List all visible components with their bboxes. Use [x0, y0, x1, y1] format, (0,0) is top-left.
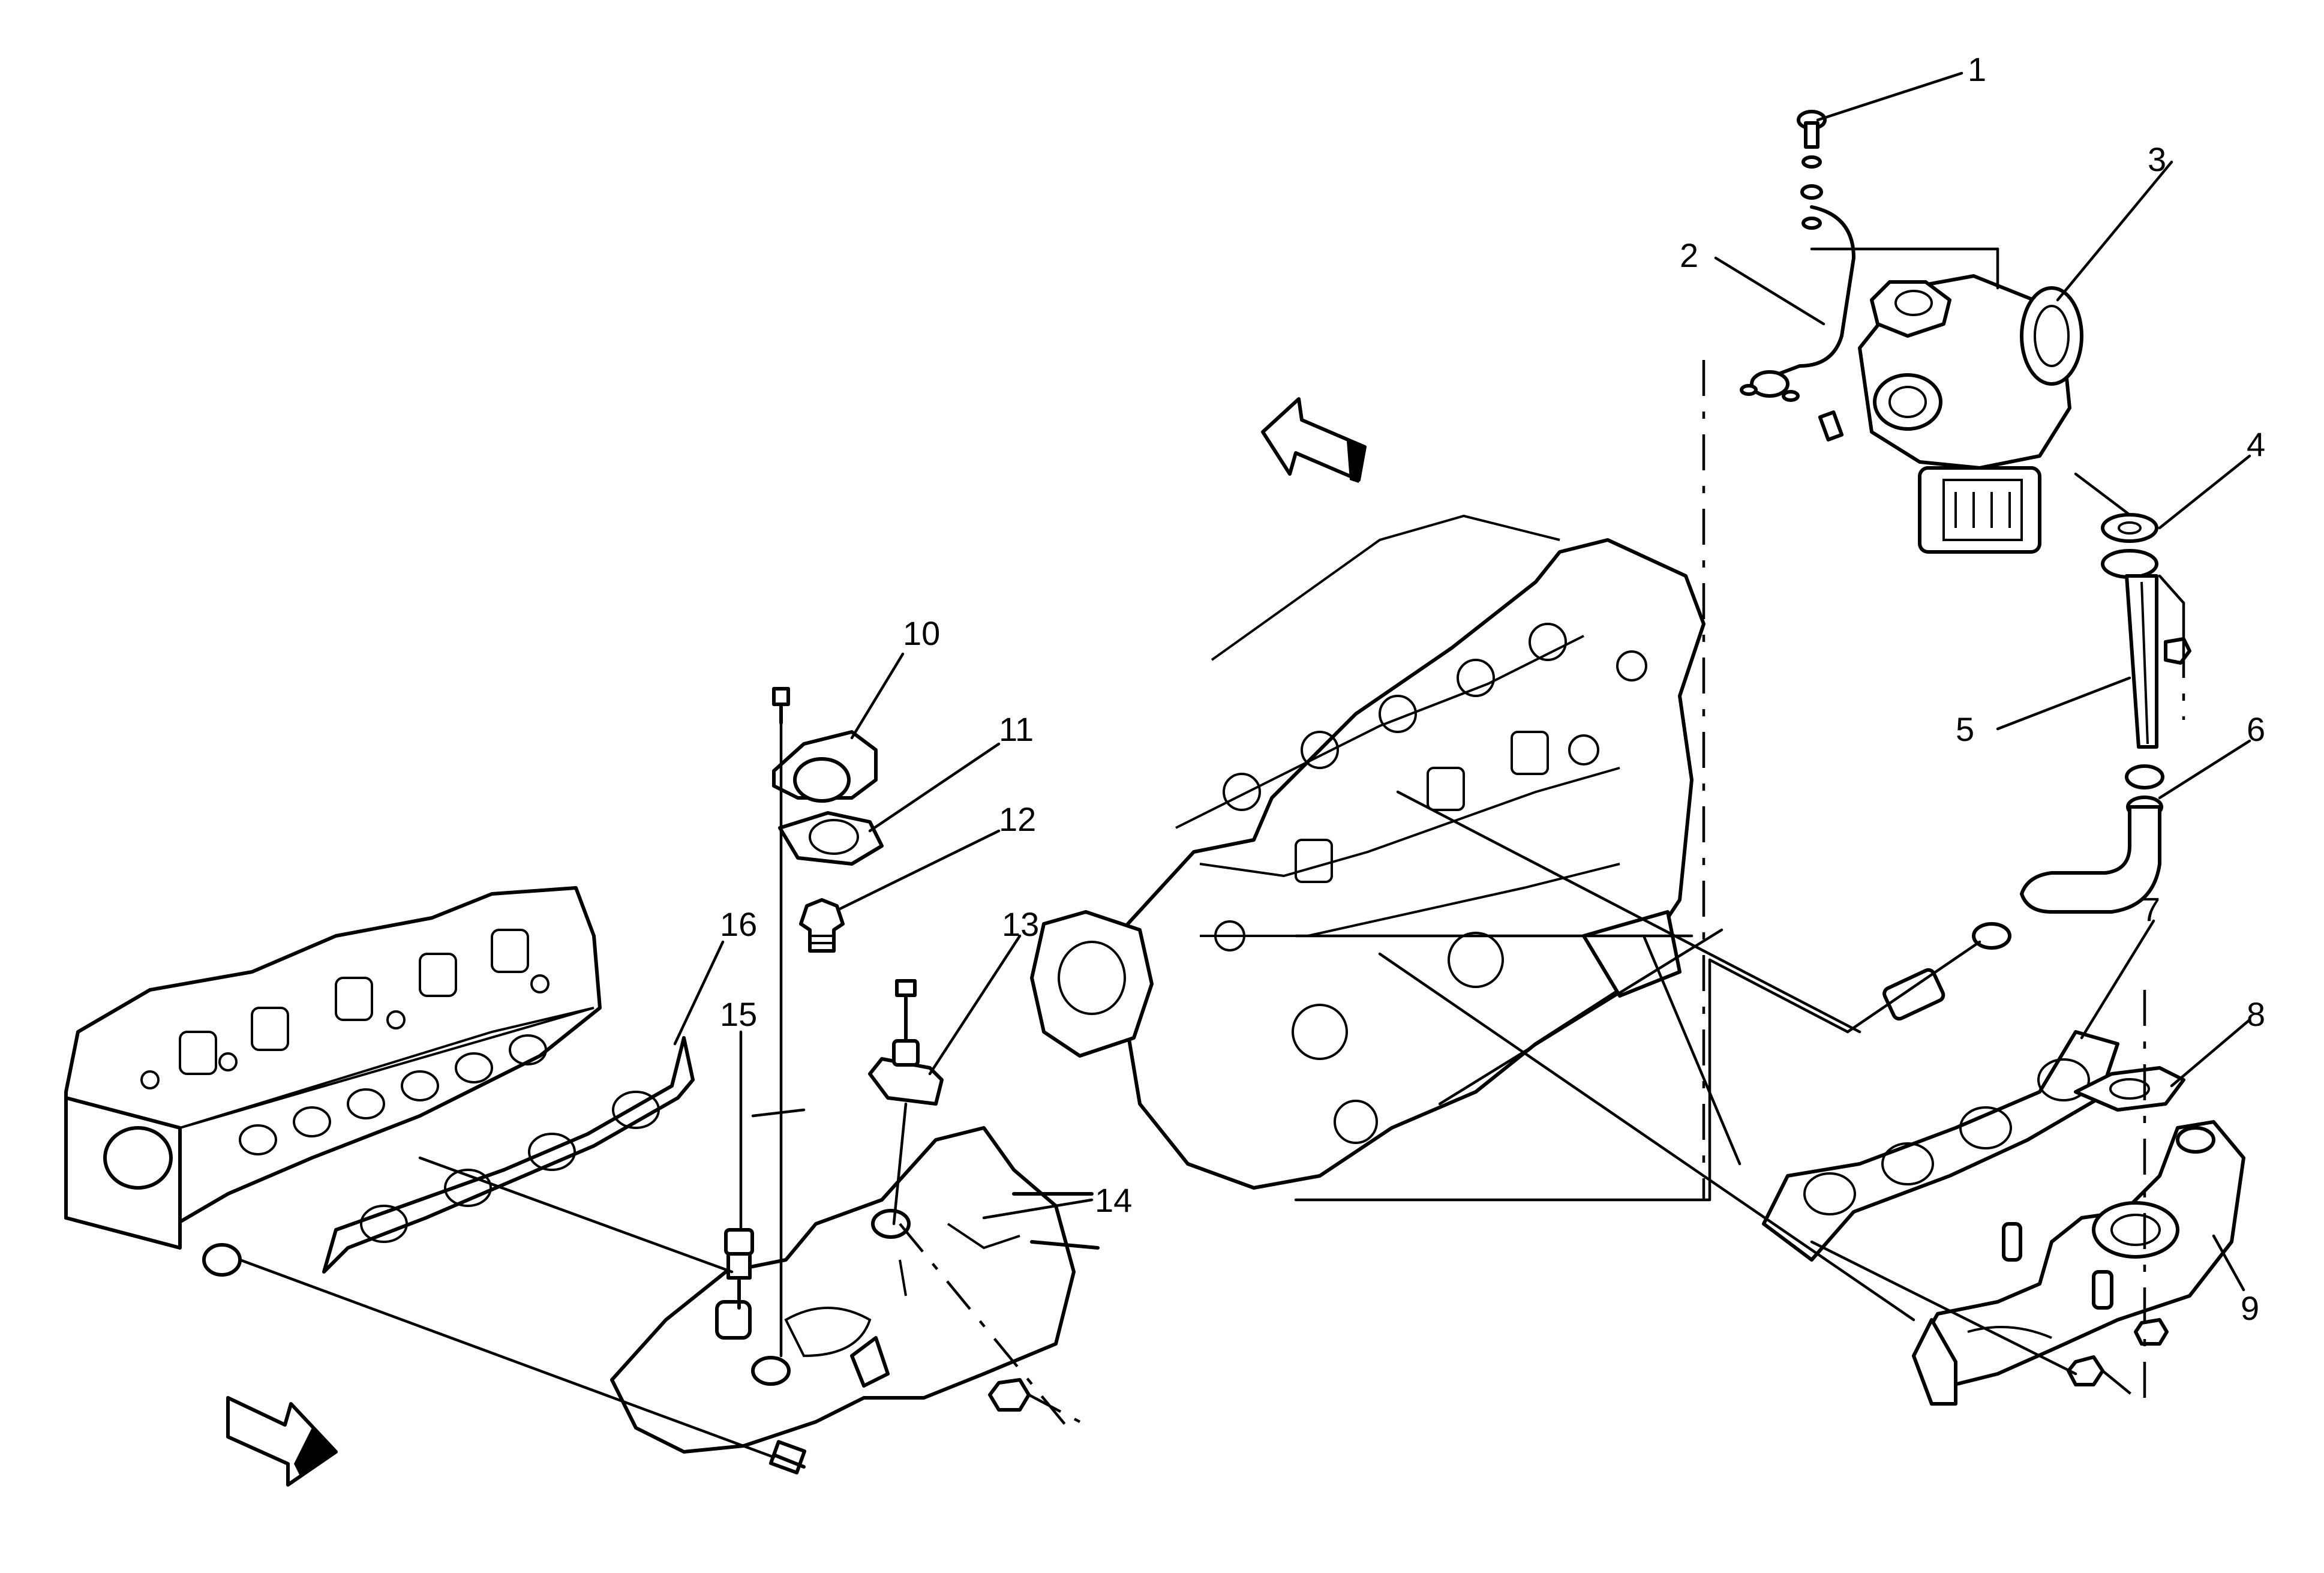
oil-return-hose	[1882, 805, 2161, 1021]
turbo-flange-gasket	[2101, 513, 2158, 543]
callout-8: 8	[2247, 995, 2265, 1033]
water-outlet-housing	[772, 730, 878, 803]
callout-15: 15	[720, 995, 757, 1033]
cylinder-head-left	[64, 886, 602, 1277]
callout-labels: 1 2 3 4 5 6 7 8 9 10 11 12 13 14 15 16	[720, 50, 2265, 1327]
engine-block	[1030, 514, 1706, 1190]
callout-16: 16	[720, 905, 757, 943]
callout-1: 1	[1968, 50, 1986, 88]
callout-9: 9	[2241, 1289, 2259, 1327]
callout-11: 11	[999, 710, 1034, 748]
callout-6: 6	[2247, 710, 2265, 748]
exhaust-manifold-nut	[2067, 1355, 2104, 1386]
sensor	[868, 979, 944, 1106]
temperature-sensor	[724, 1228, 754, 1310]
turbocharger-gasket	[2074, 1066, 2185, 1112]
callout-10: 10	[903, 614, 940, 652]
exhaust-flange-nut-lower	[2134, 1318, 2169, 1346]
thermostat	[799, 898, 845, 953]
callout-12: 12	[999, 800, 1036, 838]
callout-3: 3	[2148, 140, 2166, 178]
intake-manifold	[610, 1126, 1100, 1454]
centre-lines	[899, 360, 2185, 1429]
callout-7: 7	[2142, 890, 2160, 928]
intake-manifold-bolt	[768, 1440, 807, 1475]
turbocharger	[1858, 274, 2083, 554]
thermostat-bolt-upper	[772, 687, 790, 725]
callout-4: 4	[2247, 425, 2265, 463]
callout-5: 5	[1956, 710, 1974, 748]
oil-feed-bolt	[1797, 110, 1827, 230]
callout-2: 2	[1680, 236, 1698, 274]
callout-13: 13	[1002, 905, 1039, 943]
assembly-lines	[238, 247, 2185, 1459]
callout-leaders	[673, 71, 2251, 1292]
callout-14: 14	[1095, 1181, 1132, 1219]
intake-manifold-gasket	[322, 1036, 695, 1274]
intake-manifold-nut	[988, 1378, 1031, 1412]
oil-return-pipe	[2101, 549, 2191, 749]
front-direction-arrow-upper	[1261, 397, 1367, 483]
exhaust-manifold-gasket	[1762, 1030, 2119, 1262]
front-direction-arrow-lower	[226, 1396, 338, 1487]
oil-feed-pipe	[1740, 205, 1855, 442]
water-outlet-gasket	[778, 811, 884, 866]
